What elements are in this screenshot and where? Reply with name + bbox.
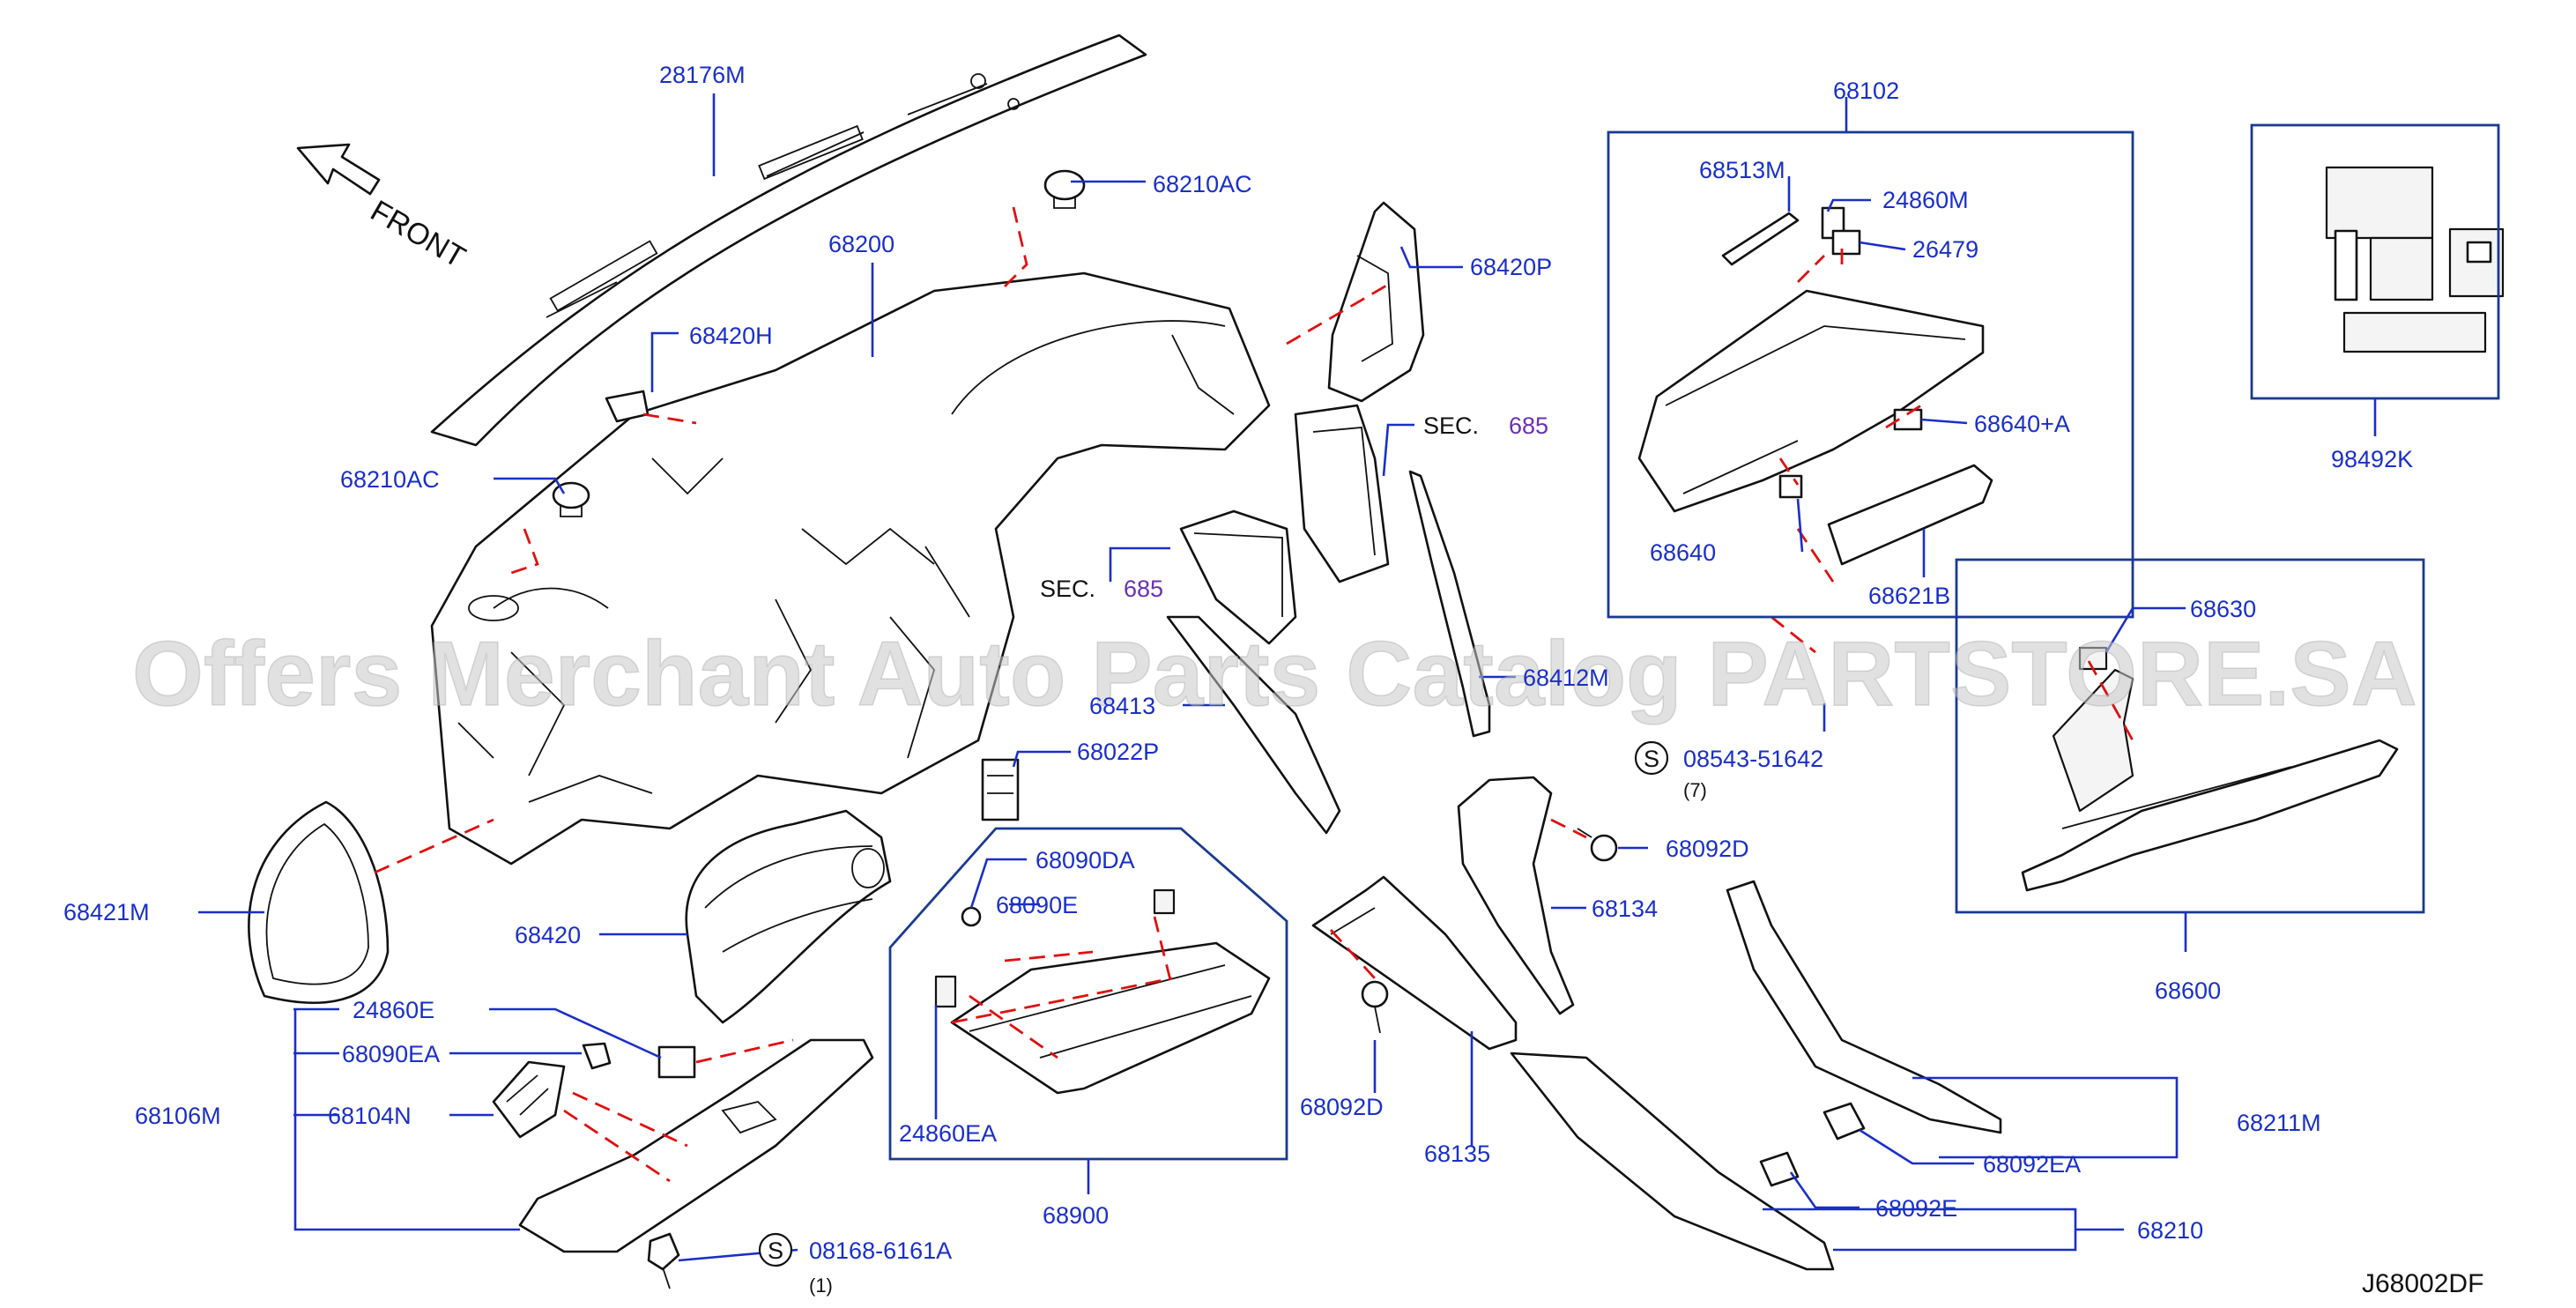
label-68090e: 68090E	[996, 892, 1078, 918]
part-68210ac-top-drawing	[1043, 169, 1086, 209]
label-68600: 68600	[2155, 977, 2221, 1004]
label-68420p: 68420P	[1470, 254, 1552, 280]
svg-text:S: S	[1644, 746, 1659, 772]
label-68210ac-left: 68210AC	[340, 466, 440, 493]
label-28176m: 28176M	[659, 62, 746, 88]
part-68513m-drawing	[1721, 212, 1800, 266]
label-68092d-right: 68092D	[1666, 836, 1749, 862]
label-68900: 68900	[1043, 1202, 1109, 1229]
box-68600	[1955, 558, 2425, 914]
box-68102	[1607, 130, 2134, 619]
svg-text:S: S	[768, 1237, 783, 1264]
part-68092d-mid-drawing	[1361, 980, 1389, 1034]
label-68092ea: 68092EA	[1983, 1151, 2081, 1178]
sec-label-upper-number: 685	[1509, 412, 1548, 439]
label-68413: 68413	[1089, 693, 1155, 719]
label-68200: 68200	[828, 231, 895, 257]
part-68022p-drawing	[981, 758, 1020, 821]
part-68210-drawing	[1510, 1052, 1835, 1271]
part-68135-drawing	[1311, 875, 1518, 1051]
label-68630: 68630	[2190, 596, 2256, 622]
label-68640: 68640	[1650, 539, 1716, 566]
label-68134: 68134	[1592, 896, 1658, 922]
label-68022p: 68022P	[1077, 739, 1159, 765]
screw-symbol-08168: S	[758, 1232, 793, 1267]
part-68640-drawing	[1778, 474, 1803, 499]
part-68092d-right-drawing	[1577, 828, 1618, 862]
part-68104n-drawing	[492, 1060, 566, 1139]
label-68210: 68210	[2137, 1217, 2203, 1244]
label-68106m: 68106M	[135, 1103, 221, 1129]
part-68092e-drawing	[1759, 1151, 1800, 1187]
part-duct-lower-drawing	[1179, 509, 1297, 645]
part-26479-drawing	[1831, 229, 1861, 256]
part-68420-drawing	[685, 809, 892, 1024]
diagram-code: J68002DF	[2362, 1269, 2483, 1298]
label-68092e: 68092E	[1875, 1195, 1957, 1222]
labels: 28176M 68210AC 68200 68420H 68210AC 6842…	[63, 62, 2483, 1298]
screw-symbol-08543: S	[1634, 740, 1669, 776]
label-98492k: 98492K	[2331, 446, 2413, 472]
label-08168-6161a: 08168-6161A	[809, 1237, 952, 1264]
part-68134-drawing	[1457, 776, 1575, 1015]
label-08168-qty: (1)	[809, 1275, 833, 1297]
part-68420h-drawing	[605, 390, 650, 423]
label-26479: 26479	[1912, 236, 1978, 263]
part-68421m-drawing	[248, 800, 390, 1004]
label-68420h: 68420H	[689, 323, 773, 349]
label-68640a: 68640+A	[1974, 411, 2070, 437]
part-24860e-drawing	[657, 1045, 696, 1079]
sec-label-lower-prefix: SEC.	[1040, 576, 1095, 602]
label-68621b: 68621B	[1868, 583, 1950, 609]
label-68090ea: 68090EA	[342, 1041, 440, 1067]
assembly-lines	[374, 206, 2134, 1183]
part-68200-drawing	[430, 271, 1271, 866]
part-68090ea-drawing	[582, 1042, 612, 1070]
label-68210ac-top: 68210AC	[1153, 171, 1252, 197]
part-68106m-drawing	[518, 1038, 874, 1253]
label-68420: 68420	[515, 922, 581, 948]
label-08543-51642: 08543-51642	[1683, 746, 1823, 772]
label-24860e: 24860E	[353, 997, 434, 1023]
part-68420p-drawing	[1327, 201, 1425, 403]
part-duct-upper-drawing	[1294, 404, 1390, 583]
label-68412m: 68412M	[1523, 665, 1609, 691]
part-68092ea-drawing	[1823, 1102, 1866, 1141]
label-24860m: 24860M	[1882, 187, 1969, 213]
label-68104n: 68104N	[328, 1103, 412, 1129]
label-08543-qty: (7)	[1683, 779, 1707, 801]
part-68621b-drawing	[1827, 464, 1993, 566]
sec-label-upper-prefix: SEC.	[1423, 412, 1479, 439]
part-68412m-drawing	[1408, 470, 1491, 738]
watermark-text: Offers Merchant Auto Parts Catalog PARTS…	[132, 623, 2417, 725]
front-arrow-icon: FRONT	[296, 143, 471, 274]
part-68211m-drawing	[1726, 880, 2002, 1134]
label-24860ea: 24860EA	[899, 1120, 997, 1147]
label-68135: 68135	[1424, 1141, 1490, 1167]
label-68513m: 68513M	[1699, 157, 1785, 183]
front-label: FRONT	[365, 194, 471, 274]
part-68413-drawing	[1166, 615, 1341, 835]
leader-lines	[198, 93, 2377, 1262]
part-28176m-drawing	[430, 33, 1147, 447]
sec-label-lower-number: 685	[1124, 576, 1163, 602]
label-68090da: 68090DA	[1036, 847, 1135, 873]
part-08168-screw-drawing	[647, 1232, 680, 1289]
label-68102: 68102	[1833, 78, 1899, 104]
box-68900	[888, 827, 1288, 1161]
label-68092d-mid: 68092D	[1300, 1094, 1384, 1120]
part-98492k-drawing	[2325, 166, 2505, 353]
part-68102-drawing	[1637, 289, 1985, 513]
label-68211m: 68211M	[2237, 1110, 2321, 1136]
label-68421m: 68421M	[63, 899, 150, 925]
